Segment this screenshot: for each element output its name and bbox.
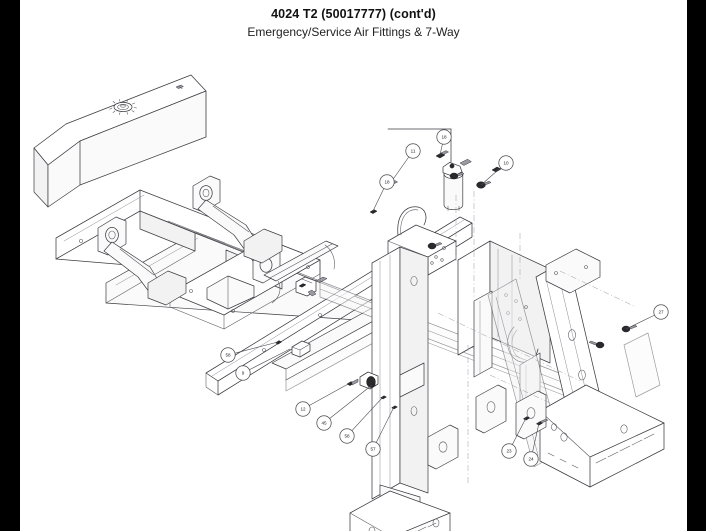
balloon-circle [220,347,236,363]
balloon-number: 11 [411,149,416,154]
balloon-number: 57 [370,447,376,452]
leader-line-9 [249,348,291,370]
balloon-number: 27 [658,310,664,315]
callout-balloon-27[interactable]: 27 [653,304,669,320]
upper-tank-assembly [33,74,207,208]
main-frame-left [55,175,373,330]
left-black-border [0,0,20,531]
leader-line-18 [372,188,385,212]
balloon-circle [316,415,332,431]
callout-balloon-10[interactable]: 10 [498,155,514,171]
balloon-circle [365,441,381,457]
balloon-number: 45 [321,421,327,426]
balloon-number: 9 [242,371,245,376]
balloon-circle [523,451,539,467]
callout-balloon-24[interactable]: 24 [523,451,539,467]
balloon-circle [498,155,514,171]
callout-balloons: 11 18 10 18 58 9 12 45 58 57 27 23 24 [220,129,669,467]
landing-gear-column [349,206,457,531]
page-title: 4024 T2 (50017777) (cont'd) [271,7,436,21]
leader-line-10 [480,167,501,186]
leader-line-45 [329,384,373,419]
balloon-number: 24 [528,457,534,462]
diagram-paper: 4024 T2 (50017777) (cont'd) Emergency/Se… [20,0,687,531]
callout-balloon-23[interactable]: 23 [501,443,517,459]
balloon-circle [405,143,421,159]
balloon-circle [436,129,452,145]
callout-balloon-58[interactable]: 58 [339,428,355,444]
callout-balloon-11[interactable]: 11 [405,143,421,159]
leader-line-57 [375,406,395,443]
right-black-border [687,0,706,531]
phantom-lines [437,191,637,483]
callout-balloon-18[interactable]: 18 [436,129,452,145]
callout-balloon-45[interactable]: 45 [316,415,332,431]
leader-line-23 [512,417,527,445]
balloon-number: 23 [506,449,512,454]
technical-drawing: 11 18 10 18 58 9 12 45 58 57 27 23 24 [20,45,687,531]
callout-balloon-57[interactable]: 57 [365,441,381,457]
balloon-circle [653,304,669,320]
balloon-circle [295,401,311,417]
callout-balloon-18[interactable]: 18 [379,174,395,190]
balloon-number: 18 [441,135,447,140]
callout-layer: 11 18 10 18 58 9 12 45 58 57 27 23 24 [220,129,669,467]
title-block: 4024 T2 (50017777) (cont'd) Emergency/Se… [20,7,687,40]
callout-balloon-9[interactable]: 9 [235,365,251,381]
balloon-number: 58 [344,434,350,439]
air-valve-cluster [295,276,328,297]
balloon-number: 18 [384,180,390,185]
leader-line-18 [439,143,443,156]
leader-line-58 [351,396,384,431]
balloon-circle [339,428,355,444]
callout-balloon-58[interactable]: 58 [220,347,236,363]
leader-line-24 [532,422,540,453]
air-reservoir-right [387,128,472,211]
balloon-circle [235,365,251,381]
balloon-circle [501,443,517,459]
leader-line-12 [309,382,351,406]
balloon-circle [379,174,395,190]
balloon-number: 10 [503,161,509,166]
balloon-number: 58 [225,353,231,358]
right-reservoir-valve [442,158,472,177]
leader-line-27 [625,314,655,330]
leader-line-58 [234,341,279,354]
balloon-number: 12 [300,407,306,412]
page-subtitle: Emergency/Service Air Fittings & 7-Way [247,25,460,39]
callout-balloon-12[interactable]: 12 [295,401,311,417]
